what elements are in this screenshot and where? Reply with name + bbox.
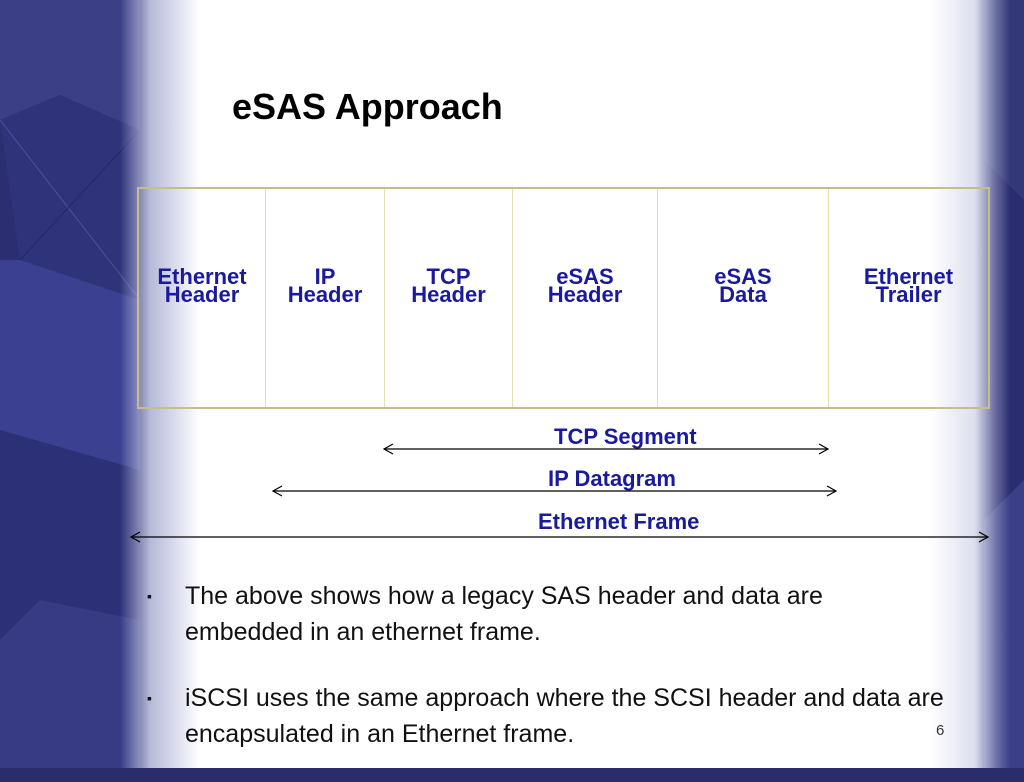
ethernet-frame-arrow (129, 531, 990, 543)
field-label-line2: Trailer (875, 282, 942, 307)
ethernet-frame-label: Ethernet Frame (538, 509, 700, 534)
field-label-line1: TCP (426, 264, 471, 289)
bullet-text: iSCSI uses the same approach where the S… (185, 684, 944, 748)
page-number: 6 (936, 722, 945, 739)
field-label-line2: Header (164, 282, 240, 307)
bullet-item: ▪ The above shows how a legacy SAS heade… (147, 578, 947, 650)
bullet-marker: ▪ (147, 588, 152, 604)
field-label-line1: eSAS (714, 264, 772, 289)
field-label-line2: Header (287, 282, 363, 307)
field-label-line2: Header (411, 282, 486, 307)
slide-title: eSAS Approach (232, 86, 503, 127)
field-label-line1: Ethernet (863, 264, 954, 289)
tcp-segment-arrow (382, 443, 830, 455)
bullet-marker: ▪ (147, 690, 152, 706)
bullet-text: The above shows how a legacy SAS header … (185, 582, 823, 646)
field-label-line1: eSAS (556, 264, 614, 289)
bullet-list: ▪ The above shows how a legacy SAS heade… (147, 578, 947, 782)
ip-datagram-label: IP Datagram (548, 466, 676, 491)
field-label-line1: Ethernet (157, 264, 247, 289)
field-label-line2: Header (547, 282, 623, 307)
field-label-line1: IP (314, 264, 336, 289)
tcp-segment-label: TCP Segment (554, 424, 697, 449)
field-label-line2: Data (719, 282, 767, 307)
ip-datagram-arrow (271, 485, 838, 497)
bullet-item: ▪ iSCSI uses the same approach where the… (147, 680, 947, 752)
